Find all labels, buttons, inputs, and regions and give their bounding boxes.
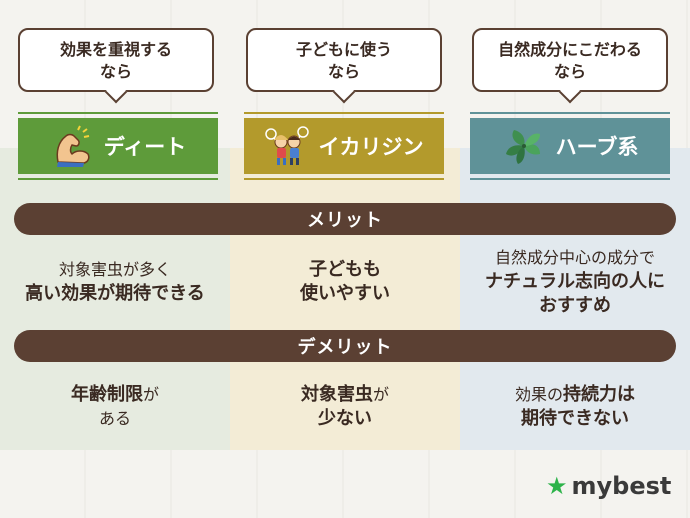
bubble-herb: 自然成分にこだわる なら: [472, 28, 668, 92]
merit-icaridin: 子どもも 使いやすい: [235, 258, 455, 306]
column-background-icaridin: [230, 148, 460, 450]
flexed-arm-icon: [56, 125, 90, 167]
demerit-heading-bar: デメリット: [14, 330, 676, 362]
logo-text: mybest: [571, 472, 672, 500]
bubble-herb-line2: なら: [553, 62, 586, 81]
demerit-heading: デメリット: [297, 337, 393, 358]
bubble-deet: 効果を重視する なら: [18, 28, 214, 92]
demerit-deet-line1a: 年齢制限: [70, 384, 143, 405]
children-icon: [264, 126, 309, 165]
demerit-deet-line1b: が: [142, 385, 159, 404]
merit-deet: 対象害虫が多く 高い効果が期待できる: [5, 258, 225, 306]
demerit-icaridin-line2: 少ない: [318, 408, 372, 429]
demerit-herb-line1a: 効果の: [514, 385, 563, 404]
bubble-deet-line2: なら: [99, 62, 132, 81]
column-background-deet: [0, 148, 230, 450]
demerit-icaridin-line1b: が: [372, 385, 389, 404]
merit-deet-line1: 対象害虫が多く: [58, 260, 171, 279]
column-background-herb: [460, 148, 690, 450]
merit-herb-line1: 自然成分中心の成分で: [494, 248, 655, 267]
label-icaridin-text: イカリジン: [318, 135, 424, 159]
label-icaridin: イカリジン: [244, 112, 444, 180]
demerit-herb-line2: 期待できない: [521, 408, 629, 429]
bubble-icaridin-line2: なら: [327, 62, 360, 81]
demerit-icaridin-line1a: 対象害虫: [300, 384, 373, 405]
mybest-logo: ★ mybest: [546, 470, 671, 502]
demerit-deet: 年齢制限が ある: [5, 383, 225, 431]
merit-herb: 自然成分中心の成分で ナチュラル志向の人に おすすめ: [465, 246, 685, 318]
demerit-icaridin: 対象害虫が 少ない: [235, 383, 455, 431]
star-icon: ★: [546, 472, 568, 500]
merit-icaridin-line2: 使いやすい: [300, 283, 390, 304]
herb-leaves-icon: [505, 130, 540, 164]
bubble-herb-line1: 自然成分にこだわる: [498, 40, 642, 59]
label-herb-text: ハーブ系: [555, 135, 639, 159]
label-deet-text: ディート: [103, 135, 187, 159]
bubble-icaridin-line1: 子どもに使う: [295, 40, 392, 59]
demerit-herb: 効果の持続力は 期待できない: [465, 383, 685, 431]
merit-herb-line3: おすすめ: [539, 295, 611, 316]
bubble-icaridin: 子どもに使う なら: [246, 28, 442, 92]
demerit-herb-line1b: 持続力は: [563, 384, 635, 405]
merit-herb-line2: ナチュラル志向の人に: [485, 271, 665, 292]
demerit-deet-line2: ある: [98, 409, 131, 428]
merit-deet-line2: 高い効果が期待できる: [25, 283, 205, 304]
merit-icaridin-line1: 子どもも: [309, 259, 381, 280]
merit-heading-bar: メリット: [14, 203, 676, 235]
merit-heading: メリット: [307, 210, 383, 231]
label-deet: ディート: [18, 112, 218, 180]
bubble-deet-line1: 効果を重視する: [59, 40, 172, 59]
label-herb: ハーブ系: [470, 112, 670, 180]
